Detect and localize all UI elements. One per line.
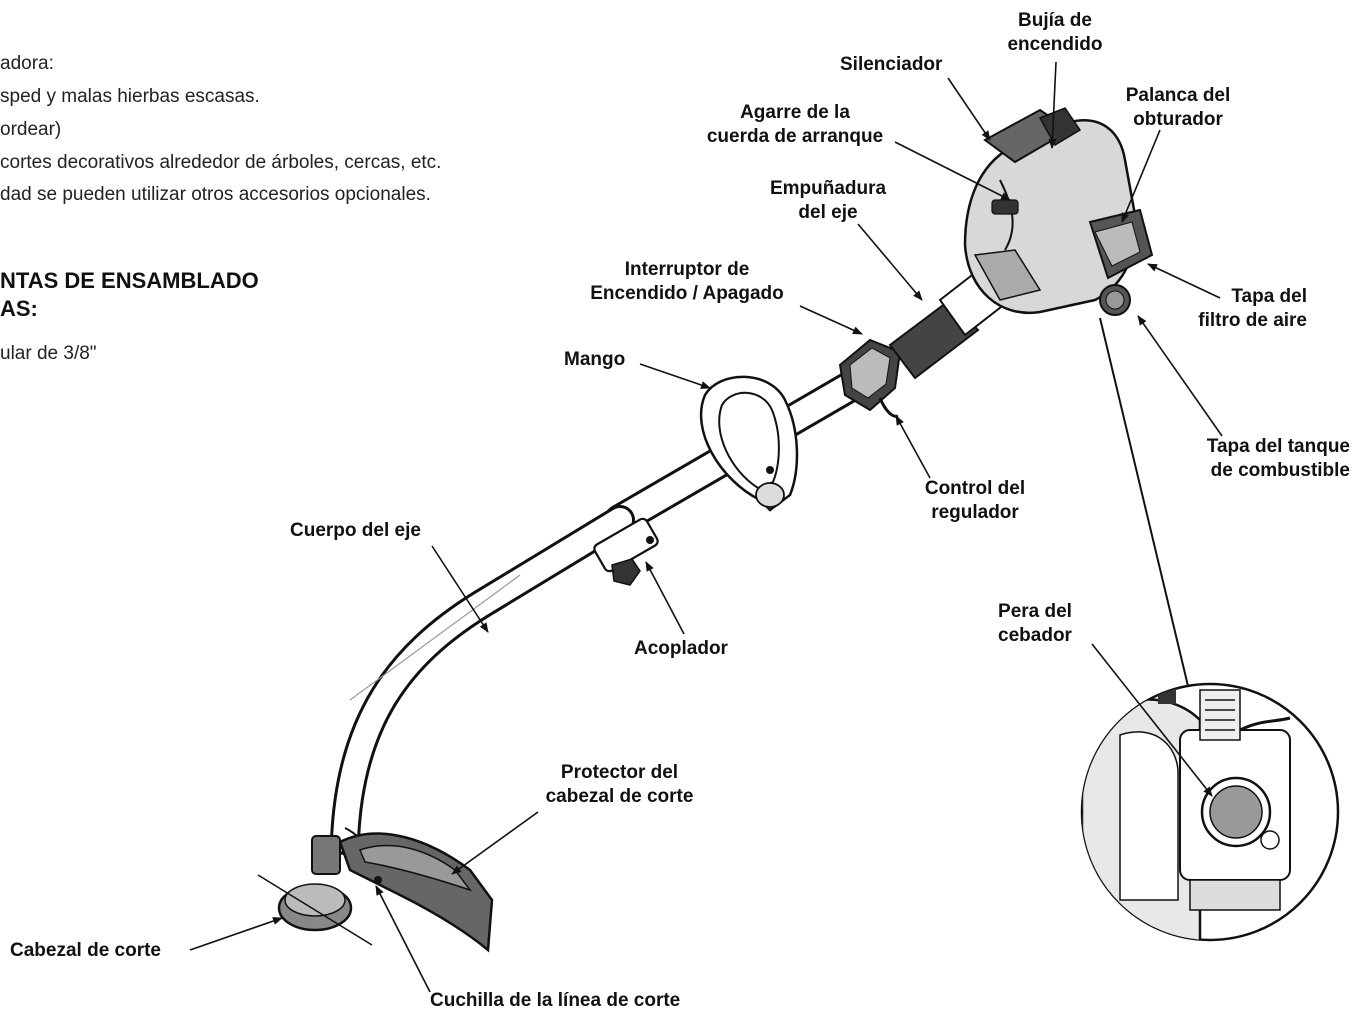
intro-line: dad se pueden utilizar otros accesorios … <box>0 184 431 206</box>
label-shaft-body: Cuerpo del eje <box>290 519 421 543</box>
intro-line: cortes decorativos alrededor de árboles,… <box>0 152 441 174</box>
handle-shape <box>701 377 797 510</box>
inset-connector-line <box>1100 318 1188 686</box>
assembly-heading: AS: <box>0 296 38 322</box>
cutting-head-shape <box>258 828 492 950</box>
label-coupler: Acoplador <box>634 637 728 661</box>
label-line-cutter-blade: Cuchilla de la línea de corte <box>430 989 680 1013</box>
engine-shape <box>965 108 1152 315</box>
primer-inset <box>1082 684 1338 945</box>
intro-line: sped y malas hierbas escasas. <box>0 86 260 108</box>
label-muffler: Silenciador <box>840 53 942 77</box>
intro-line: adora: <box>0 53 54 75</box>
label-handle: Mango <box>564 348 625 372</box>
assembly-heading: NTAS DE ENSAMBLADO <box>0 268 259 294</box>
intro-line: ordear) <box>0 119 61 141</box>
label-cutting-head: Cabezal de corte <box>10 939 161 963</box>
assembly-tool: ular de 3/8" <box>0 343 97 365</box>
